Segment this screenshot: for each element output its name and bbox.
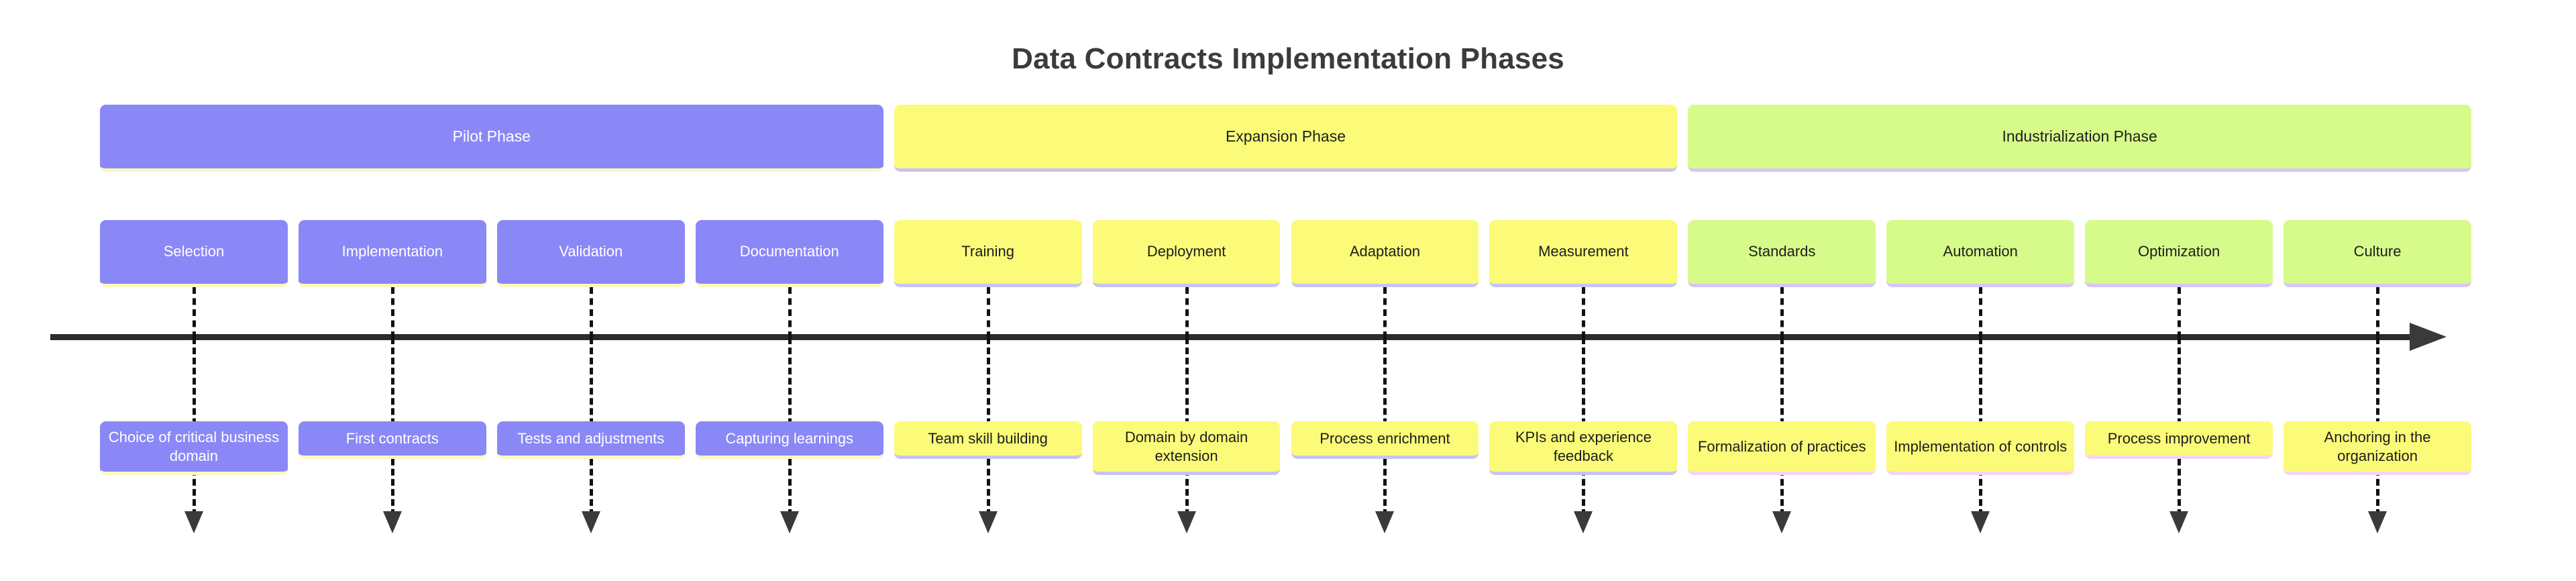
detail-box[interactable]: Choice of critical business domain [100, 421, 288, 475]
detail-box-label: Formalization of practices [1697, 437, 1866, 455]
connector-arrow-icon [978, 511, 998, 533]
step-box[interactable]: Optimization [2085, 220, 2273, 287]
step-box[interactable]: Deployment [1092, 220, 1281, 287]
phase-bar-label: Industrialization Phase [2002, 127, 2157, 146]
detail-box-label: Anchoring in the organization [2324, 429, 2431, 464]
step-box[interactable]: Training [894, 220, 1082, 287]
detail-box[interactable]: Process improvement [2085, 421, 2273, 459]
phase-bar[interactable]: Industrialization Phase [1688, 105, 2471, 172]
connector-arrow-icon [1375, 511, 1395, 533]
connector-line-upper [1979, 287, 1983, 338]
step-box[interactable]: Adaptation [1291, 220, 1479, 287]
detail-box-label: First contracts [345, 429, 439, 447]
step-box-label: Optimization [2137, 243, 2220, 260]
page-title: Data Contracts Implementation Phases [1012, 42, 1564, 75]
step-box[interactable]: Automation [1886, 220, 2075, 287]
step-box-label: Validation [559, 243, 623, 260]
detail-box[interactable]: Tests and adjustments [496, 421, 685, 459]
phase-bar[interactable]: Expansion Phase [894, 105, 1678, 172]
connector-arrow-icon [184, 511, 203, 533]
detail-box-label: Process enrichment [1320, 429, 1450, 447]
step-box-label: Adaptation [1349, 243, 1421, 260]
connector-line-upper [1582, 287, 1586, 338]
detail-box-label: Capturing learnings [725, 429, 854, 447]
step-box-label: Automation [1943, 243, 2018, 260]
timeline-axis [50, 334, 2417, 340]
detail-box-label: Tests and adjustments [517, 429, 665, 447]
detail-box-label: Choice of critical business domain [108, 429, 280, 464]
detail-box[interactable]: Implementation of controls [1886, 421, 2075, 475]
connector-line-upper [192, 287, 196, 338]
connector-arrow-icon [1971, 511, 1990, 533]
connector-arrow-icon [581, 511, 600, 533]
detail-box-label: KPIs and experience feedback [1515, 429, 1652, 464]
step-box[interactable]: Validation [496, 220, 685, 287]
detail-box[interactable]: First contracts [298, 421, 486, 459]
detail-box[interactable]: Process enrichment [1291, 421, 1479, 459]
step-box-label: Measurement [1538, 243, 1629, 260]
step-box-label: Documentation [739, 243, 839, 260]
step-box[interactable]: Measurement [1489, 220, 1678, 287]
connector-line-upper [986, 287, 990, 338]
timeline-arrow-icon [2410, 323, 2447, 351]
phase-bar-label: Expansion Phase [1225, 127, 1346, 146]
phase-bar[interactable]: Pilot Phase [100, 105, 883, 172]
connector-arrow-icon [1772, 511, 1792, 533]
detail-box[interactable]: Team skill building [894, 421, 1082, 459]
connector-line-upper [2376, 287, 2380, 338]
connector-line-upper [589, 287, 593, 338]
detail-box-label: Domain by domain extension [1124, 429, 1248, 464]
connector-line-upper [2178, 287, 2182, 338]
detail-box[interactable]: Capturing learnings [695, 421, 883, 459]
detail-box[interactable]: Anchoring in the organization [2284, 421, 2471, 475]
connector-arrow-icon [2368, 511, 2387, 533]
step-box[interactable]: Culture [2284, 220, 2471, 287]
detail-box-label: Process improvement [2107, 429, 2251, 447]
step-box[interactable]: Selection [100, 220, 288, 287]
connector-arrow-icon [1177, 511, 1196, 533]
step-box-label: Implementation [341, 243, 443, 260]
step-box-label: Standards [1748, 243, 1816, 260]
detail-box-label: Implementation of controls [1894, 437, 2068, 455]
connector-line-upper [1780, 287, 1784, 338]
step-box-label: Culture [2353, 243, 2402, 260]
connector-arrow-icon [780, 511, 799, 533]
step-box[interactable]: Documentation [695, 220, 883, 287]
connector-arrow-icon [2169, 511, 2189, 533]
connector-line-upper [1185, 287, 1189, 338]
step-box-label: Training [961, 243, 1014, 260]
detail-box[interactable]: Domain by domain extension [1092, 421, 1281, 475]
connector-arrow-icon [1574, 511, 1593, 533]
step-box-label: Deployment [1146, 243, 1226, 260]
detail-box[interactable]: KPIs and experience feedback [1489, 421, 1678, 475]
detail-box[interactable]: Formalization of practices [1688, 421, 1876, 475]
connector-line-upper [1383, 287, 1387, 338]
step-box[interactable]: Standards [1688, 220, 1876, 287]
step-box[interactable]: Implementation [298, 220, 486, 287]
step-box-label: Selection [163, 243, 225, 260]
connector-line-upper [788, 287, 792, 338]
phase-bar-label: Pilot Phase [452, 127, 531, 146]
detail-box-label: Team skill building [928, 429, 1048, 447]
connector-line-upper [390, 287, 394, 338]
connector-arrow-icon [382, 511, 402, 533]
